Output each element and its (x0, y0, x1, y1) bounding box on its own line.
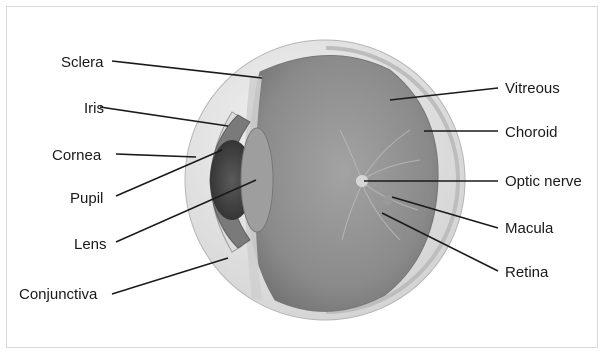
label-lens: Lens (74, 236, 107, 253)
leader-cornea (116, 154, 196, 157)
label-sclera: Sclera (61, 54, 104, 71)
label-macula: Macula (505, 220, 554, 237)
label-choroid: Choroid (505, 124, 558, 141)
label-cornea: Cornea (52, 147, 102, 164)
label-conjunctiva: Conjunctiva (19, 286, 98, 303)
lens-shape (241, 128, 273, 232)
label-optic-nerve: Optic nerve (505, 173, 582, 190)
label-vitreous: Vitreous (505, 80, 560, 97)
label-retina: Retina (505, 264, 549, 281)
label-pupil: Pupil (70, 190, 103, 207)
label-iris: Iris (84, 100, 104, 117)
macula-spot (383, 195, 393, 205)
leader-conjunctiva (112, 258, 228, 294)
